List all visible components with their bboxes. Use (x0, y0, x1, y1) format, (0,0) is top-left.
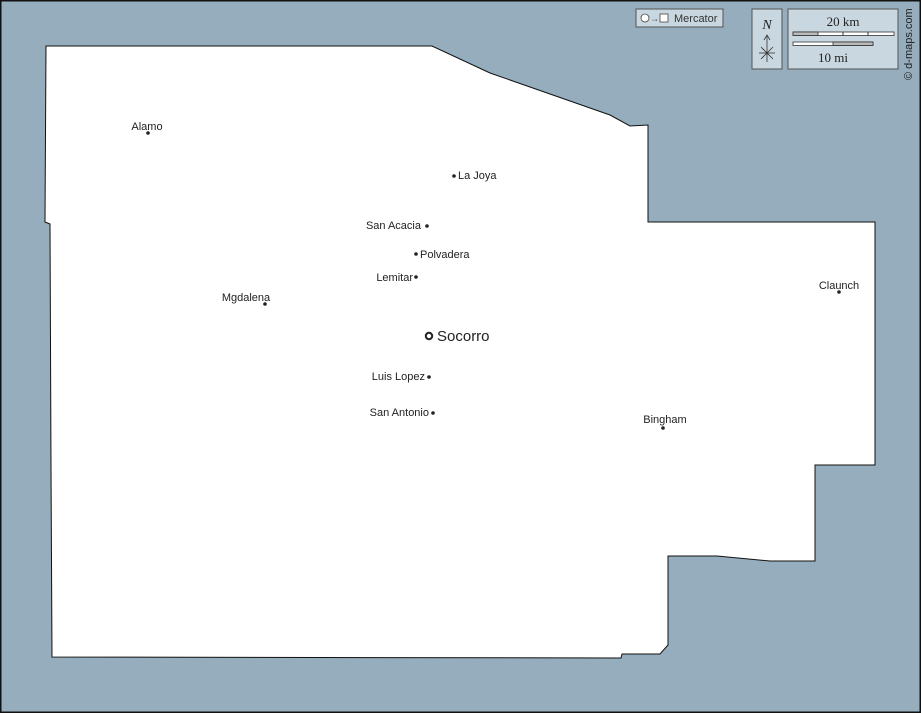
svg-text:Claunch: Claunch (819, 280, 859, 292)
square-icon (659, 13, 669, 23)
circle-icon (640, 13, 650, 23)
compass-icon (759, 34, 775, 62)
scale-mi-label: 10 mi (818, 50, 848, 65)
svg-text:La Joya: La Joya (458, 170, 497, 182)
svg-text:San Antonio: San Antonio (370, 407, 429, 419)
town: San Antonio (370, 407, 435, 419)
town: Polvadera (414, 249, 470, 261)
svg-text:San Acacia: San Acacia (366, 220, 422, 232)
capital-socorro: Socorro (424, 328, 490, 345)
scale-bar: 20 km 10 mi (787, 8, 899, 70)
town: Luis Lopez (372, 371, 431, 383)
town: Bingham (643, 414, 687, 430)
north-label: N (761, 18, 772, 33)
scale-km-label: 20 km (827, 14, 860, 29)
town: San Acacia (366, 220, 429, 232)
capital-marker-icon (424, 331, 434, 341)
north-arrow: N (751, 8, 783, 70)
town: Lemitar (376, 272, 418, 284)
svg-text:Luis Lopez: Luis Lopez (372, 371, 425, 383)
svg-text:→: → (650, 14, 659, 24)
svg-text:Bingham: Bingham (643, 414, 686, 426)
svg-text:Mgdalena: Mgdalena (222, 292, 271, 304)
projection-label: Mercator (674, 13, 718, 25)
town: Alamo (131, 121, 163, 135)
town: Claunch (819, 280, 859, 294)
svg-text:Polvadera: Polvadera (420, 249, 470, 261)
town: Mgdalena (222, 292, 271, 306)
svg-text:Socorro: Socorro (437, 328, 490, 345)
projection-legend: → Mercator (635, 8, 724, 28)
county-land (44, 45, 876, 659)
credit: © d-maps.com (903, 8, 915, 80)
svg-text:Alamo: Alamo (131, 121, 162, 133)
town: La Joya (452, 170, 497, 182)
svg-text:Lemitar: Lemitar (376, 272, 413, 284)
